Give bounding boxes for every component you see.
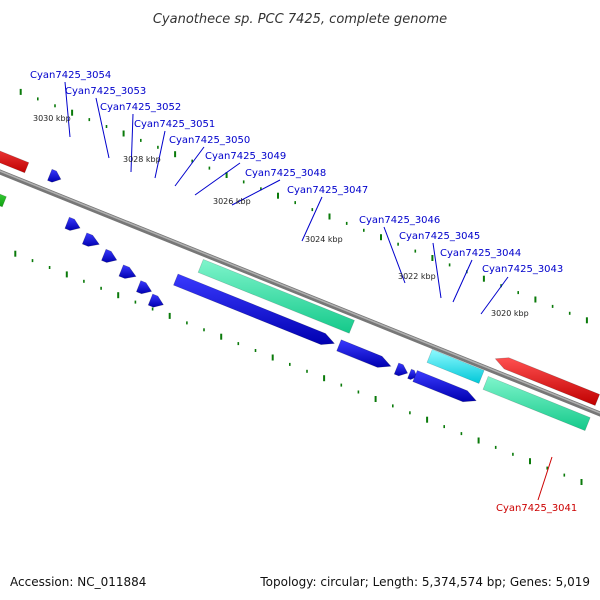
gene-label-3041[interactable]: Cyan7425_3041 xyxy=(496,503,577,514)
gene-label-3051[interactable]: Cyan7425_3051 xyxy=(134,119,215,130)
gene-feature-3046[interactable] xyxy=(336,339,392,368)
gene-label-3044[interactable]: Cyan7425_3044 xyxy=(440,248,521,259)
label-leader-lines xyxy=(64,81,553,501)
gene-label-3045[interactable]: Cyan7425_3045 xyxy=(399,231,480,242)
genome-summary-text: Topology: circular; Length: 5,374,574 bp… xyxy=(259,575,590,589)
gene-feature-3052[interactable] xyxy=(81,232,100,247)
gene-feature-3054[interactable] xyxy=(47,168,62,183)
gene-label-3052[interactable]: Cyan7425_3052 xyxy=(100,102,181,113)
gene-label-3046[interactable]: Cyan7425_3046 xyxy=(359,215,440,226)
gene-feature-3049[interactable] xyxy=(136,280,153,295)
gene-feature-green-left[interactable] xyxy=(0,176,7,208)
gene-feature-3047[interactable] xyxy=(173,273,336,345)
gene-label-3050[interactable]: Cyan7425_3050 xyxy=(169,135,250,146)
scale-label-3028: 3028 kbp xyxy=(123,155,161,164)
gene-feature-3041-teal[interactable] xyxy=(482,376,591,431)
gene-label-3043[interactable]: Cyan7425_3043 xyxy=(482,264,563,275)
gene-label-3047[interactable]: Cyan7425_3047 xyxy=(287,185,368,196)
gene-feature-red-left[interactable] xyxy=(0,139,30,174)
scale-label-3026: 3026 kbp xyxy=(213,197,251,206)
gene-label-3054[interactable]: Cyan7425_3054 xyxy=(30,70,111,81)
accession-text: Accession: NC_011884 xyxy=(10,575,146,589)
gene-features xyxy=(0,139,600,431)
scale-label-3030: 3030 kbp xyxy=(33,114,71,123)
gene-feature-3050[interactable] xyxy=(118,264,137,279)
gene-feature-3045b[interactable] xyxy=(407,368,418,380)
scale-label-3024: 3024 kbp xyxy=(305,235,343,244)
scale-label-3020: 3020 kbp xyxy=(491,309,529,318)
gene-feature-3051[interactable] xyxy=(101,248,118,263)
scale-label-3022: 3022 kbp xyxy=(398,272,436,281)
gene-feature-3045[interactable] xyxy=(393,362,409,377)
scale-labels: 3030 kbp 3028 kbp 3026 kbp 3024 kbp 3022… xyxy=(33,114,529,318)
gene-labels: Cyan7425_3054 Cyan7425_3053 Cyan7425_305… xyxy=(30,70,577,514)
gene-feature-3053[interactable] xyxy=(64,216,81,231)
gene-label-3053[interactable]: Cyan7425_3053 xyxy=(65,86,146,97)
gene-feature-3041[interactable] xyxy=(494,357,600,406)
gene-feature-3043[interactable] xyxy=(412,370,477,403)
gene-feature-3044[interactable] xyxy=(426,349,485,384)
gene-feature-3047-teal[interactable] xyxy=(197,259,355,334)
genome-backbone xyxy=(0,169,600,417)
map-title: Cyanothece sp. PCC 7425, complete genome xyxy=(153,12,447,27)
gene-label-3048[interactable]: Cyan7425_3048 xyxy=(245,168,326,179)
gene-feature-3048[interactable] xyxy=(147,293,164,308)
tick-marks xyxy=(14,88,588,485)
gene-label-3049[interactable]: Cyan7425_3049 xyxy=(205,151,286,162)
